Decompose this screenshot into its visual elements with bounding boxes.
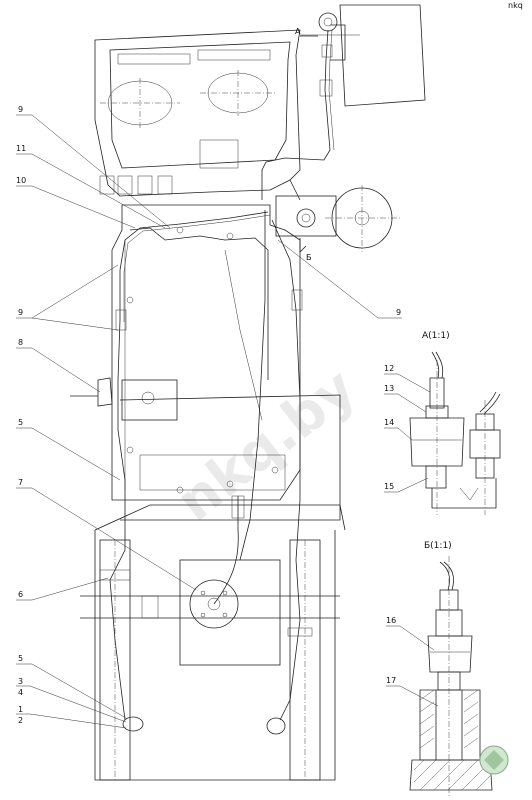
sensor-plate	[189, 495, 245, 629]
callout-1: 1	[18, 705, 23, 714]
bottom-chassis	[80, 504, 346, 781]
callout-14: 14	[384, 418, 394, 427]
callout-11: 11	[16, 144, 26, 153]
corner-mark: nkq	[508, 1, 523, 10]
callout-4: 4	[18, 688, 23, 697]
callout-17: 17	[386, 676, 396, 685]
callout-9a: 9	[18, 105, 23, 114]
detail-b-title: Б(1:1)	[424, 541, 452, 551]
callout-10: 10	[16, 176, 26, 185]
section-a-label: А	[295, 27, 301, 36]
corner-logo	[479, 745, 509, 775]
callout-5a: 5	[18, 418, 23, 427]
wiring-harness	[70, 210, 313, 735]
callout-15: 15	[384, 482, 394, 491]
watermark: nkq.by	[165, 356, 367, 533]
right-disc-assembly: Б	[275, 185, 400, 262]
detail-a: А(1:1) 12 13 14 15	[384, 331, 501, 515]
upper-right-assembly	[261, 4, 426, 200]
callout-3: 3	[18, 677, 23, 686]
callout-6: 6	[18, 590, 23, 599]
callout-7: 7	[18, 478, 23, 487]
callout-12: 12	[384, 364, 394, 373]
callout-5b: 5	[18, 654, 23, 663]
main-callouts: 9 11 10 9 9 8 5 7 6 5 3 4	[16, 105, 402, 729]
detail-a-title: А(1:1)	[422, 331, 450, 341]
callout-9c: 9	[396, 308, 401, 317]
callout-2: 2	[18, 716, 23, 725]
callout-13: 13	[384, 384, 394, 393]
callout-16: 16	[386, 616, 396, 625]
upper-housing	[94, 29, 301, 201]
callout-9b: 9	[18, 308, 23, 317]
detail-b: Б(1:1) 16 17	[386, 541, 493, 796]
callout-8: 8	[18, 338, 23, 347]
section-b-label: Б	[306, 253, 312, 262]
section-marker-a: А nkq	[295, 1, 523, 37]
